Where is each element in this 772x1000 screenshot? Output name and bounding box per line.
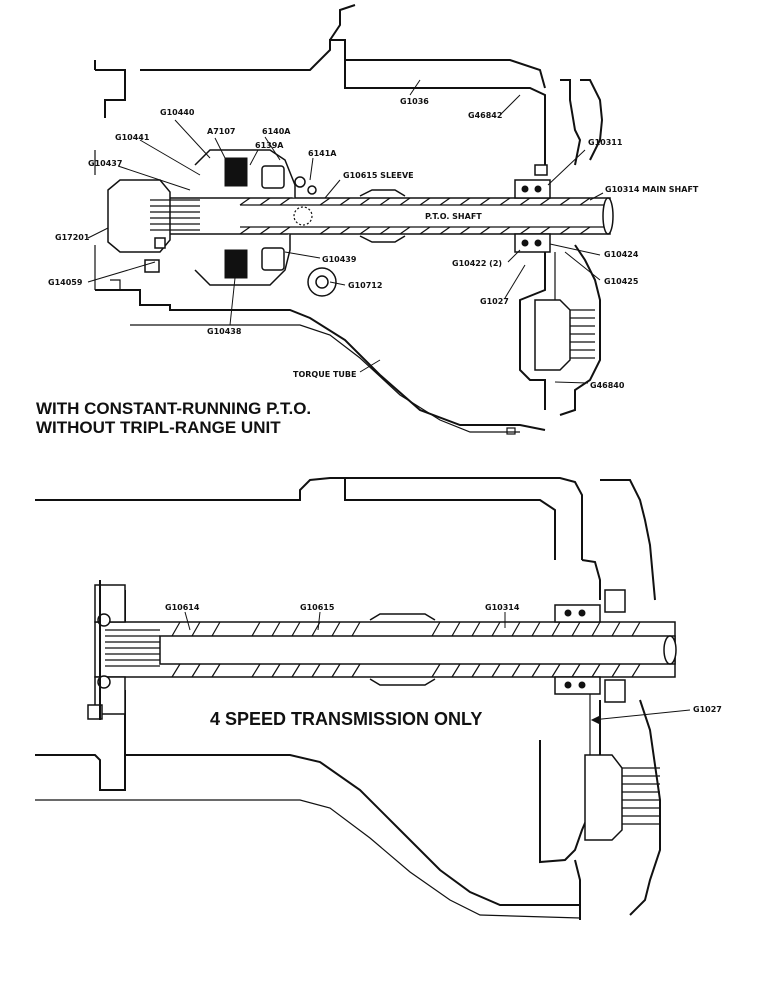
top-leaders xyxy=(87,79,604,384)
top-gear-teeth xyxy=(570,309,595,359)
top-housing-outline xyxy=(94,39,546,118)
top-ball3 xyxy=(521,239,529,247)
bottom-bearing-upper xyxy=(554,604,601,623)
label-g10441: G10441 xyxy=(115,133,150,142)
label-6140a: 6140A xyxy=(262,127,291,136)
bottom-ball4 xyxy=(578,681,586,689)
label-g10424: G10424 xyxy=(604,250,639,259)
top-piston-upper xyxy=(261,165,285,189)
bottom-inner-shaft xyxy=(159,635,676,665)
top-lower-gear xyxy=(534,299,571,371)
top-nut2 xyxy=(154,237,166,249)
top-ball2 xyxy=(534,185,542,193)
bottom-seal-lower xyxy=(604,679,626,703)
label-g14059: G14059 xyxy=(48,278,83,287)
top-bolt-upper xyxy=(534,164,548,176)
label-g10614: G10614 xyxy=(165,603,200,612)
bottom-ball1 xyxy=(564,609,572,617)
label-g46840: G46840 xyxy=(590,381,625,390)
label-g10615-sleeve: G10615 SLEEVE xyxy=(343,171,414,180)
top-bearing-upper xyxy=(514,179,551,199)
caption-top-line1: WITH CONSTANT-RUNNING P.T.O. xyxy=(36,399,311,418)
label-g46842: G46842 xyxy=(468,111,502,120)
bottom-housing-far-right xyxy=(600,479,661,916)
bottom-spline xyxy=(105,629,160,667)
bottom-housing-lower xyxy=(35,754,580,906)
top-clutch-pack-lower xyxy=(224,249,248,279)
bottom-leaders xyxy=(184,611,691,721)
label-g1027-top: G1027 xyxy=(480,297,509,306)
label-g10422: G10422 (2) xyxy=(452,259,502,268)
top-pin xyxy=(294,176,306,188)
bottom-torque-line xyxy=(35,799,581,919)
bottom-lower-gear xyxy=(584,754,623,841)
top-shaft-end xyxy=(602,197,614,235)
label-a7107: A7107 xyxy=(207,127,235,136)
top-spline-lines xyxy=(150,199,200,231)
top-pin2 xyxy=(307,185,317,195)
label-g10314-main-shaft: G10314 MAIN SHAFT xyxy=(605,185,699,194)
top-housing-lower xyxy=(95,289,546,431)
caption-top-line2: WITHOUT TRIPL-RANGE UNIT xyxy=(36,418,281,437)
top-spline-end xyxy=(107,179,171,253)
top-g10712-inner xyxy=(315,275,329,289)
label-g10615: G10615 xyxy=(300,603,335,612)
top-foot xyxy=(506,427,516,435)
top-bearing-lower xyxy=(514,233,551,253)
label-pto-shaft: P.T.O. SHAFT xyxy=(425,212,482,221)
bottom-ball2 xyxy=(578,609,586,617)
bottom-nut xyxy=(87,704,103,720)
top-assembly: G10440 A7107 6140A 6139A G10441 6141A G1… xyxy=(36,4,699,437)
top-sleeve-collar xyxy=(359,189,406,243)
label-g10437: G10437 xyxy=(88,159,122,168)
caption-bottom: 4 SPEED TRANSMISSION ONLY xyxy=(210,709,482,729)
top-nut xyxy=(144,259,160,273)
bottom-shaft-end xyxy=(663,635,677,665)
label-g10439: G10439 xyxy=(322,255,357,264)
top-ball4 xyxy=(534,239,542,247)
bottom-arrowhead xyxy=(590,715,601,725)
label-g1027-bottom: G1027 xyxy=(693,705,722,714)
bottom-shaft-hatch xyxy=(171,621,641,678)
top-shaft-hatch xyxy=(239,197,591,235)
top-housing-left xyxy=(94,150,121,290)
bottom-gear-teeth xyxy=(622,767,660,825)
bottom-assembly: G10614 G10615 G10314 G1027 4 SPEED TRANS… xyxy=(35,477,722,920)
label-g10311: G10311 xyxy=(588,138,623,147)
top-ball1 xyxy=(521,185,529,193)
label-g1036: G1036 xyxy=(400,97,429,106)
top-piston-lower xyxy=(261,247,285,271)
top-housing-top xyxy=(329,4,356,88)
bottom-bearing-lower xyxy=(554,676,601,695)
bottom-sleeve-collar xyxy=(369,613,436,686)
top-housing-right xyxy=(519,79,582,410)
label-g10712: G10712 xyxy=(348,281,382,290)
label-torque-tube: TORQUE TUBE xyxy=(293,370,356,379)
label-g10440: G10440 xyxy=(160,108,195,117)
label-6139a: 6139A xyxy=(255,141,284,150)
label-g10314: G10314 xyxy=(485,603,520,612)
label-6141a: 6141A xyxy=(308,149,337,158)
bottom-seal-upper xyxy=(604,589,626,613)
label-g17201: G17201 xyxy=(55,233,90,242)
top-clutch-pack-upper xyxy=(224,157,248,187)
top-pto-circle xyxy=(293,206,313,226)
label-g10425: G10425 xyxy=(604,277,639,286)
label-g10438: G10438 xyxy=(207,327,242,336)
bottom-ball3 xyxy=(564,681,572,689)
top-housing-right2 xyxy=(559,79,604,416)
top-torque-tube xyxy=(130,324,520,433)
bottom-housing-upper xyxy=(35,477,583,560)
